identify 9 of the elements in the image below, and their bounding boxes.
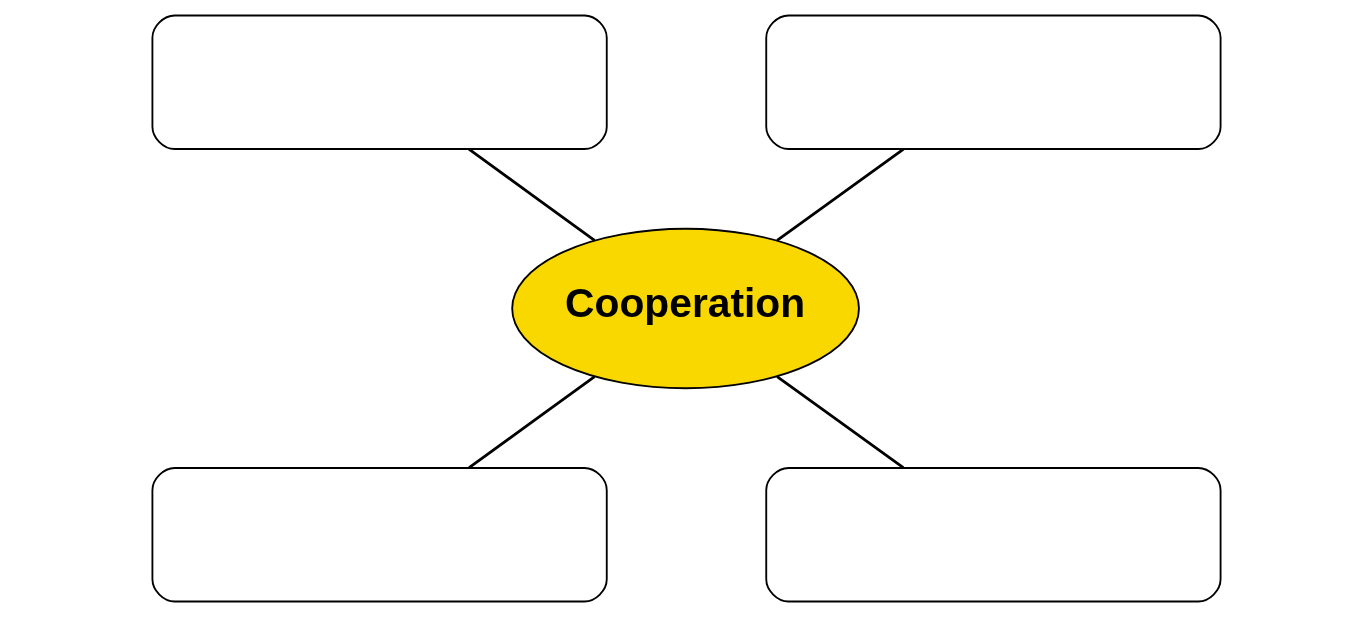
connector	[467, 147, 595, 242]
connector	[775, 147, 904, 242]
node-box	[764, 14, 1221, 150]
node-box	[151, 467, 608, 603]
connector	[467, 375, 595, 469]
node-box	[764, 467, 1221, 603]
node-ellipse: Cooperation	[510, 227, 860, 390]
connector	[775, 375, 904, 469]
node-box	[151, 14, 608, 150]
